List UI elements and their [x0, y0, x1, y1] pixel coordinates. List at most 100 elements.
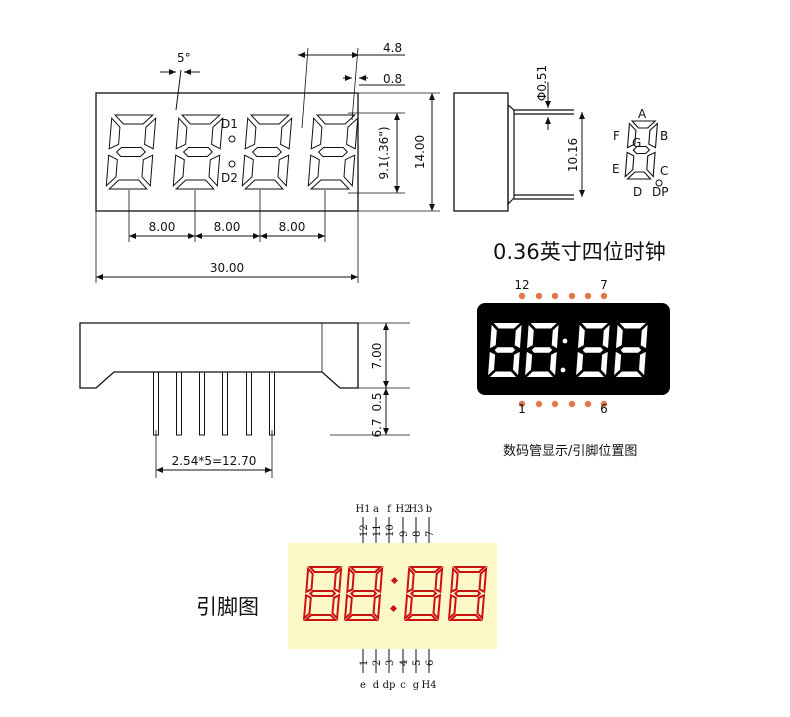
dim-12.70-label: 2.54*5=12.70 — [172, 454, 257, 468]
front-digit-2-seg-f — [175, 117, 188, 150]
pinmap-digit-4-seg-e — [447, 593, 457, 621]
colon-dot-upper — [228, 135, 236, 143]
dim-7-label: 7.00 — [370, 343, 384, 370]
photo-pin-7-label: 7 — [600, 278, 608, 292]
photo-digit-1-seg-g — [494, 347, 516, 353]
ext-line-4.8-left — [301, 47, 309, 129]
photo-digit-1-seg-e — [488, 351, 496, 376]
pinmap-top-name-1: H1 — [355, 504, 370, 515]
front-view: D1 D2 5° 4.8 0.8 14.00 9.1(.36") — [95, 41, 440, 283]
slant-line — [175, 69, 182, 111]
front-digit-2-seg-b — [211, 116, 224, 150]
pinmap-digit-3-seg-a — [408, 566, 444, 573]
photo-bottom-pin-dot-5 — [584, 400, 592, 408]
photo-digit-4-seg-b — [640, 324, 648, 349]
front-digits — [105, 114, 359, 190]
pinmap-colon-upper — [390, 576, 399, 585]
dim-pitch-c-label: 8.00 — [279, 220, 306, 234]
photo-digit-3-seg-e — [576, 351, 584, 376]
pinmap-top-name-3: f — [387, 504, 392, 515]
bottom-body-outline — [79, 322, 359, 389]
front-digit-2-seg-a — [180, 114, 222, 125]
pinmap-digit-2-seg-a — [348, 566, 384, 573]
photo-digit-4-seg-f — [616, 324, 623, 349]
pinmap-digit-1-seg-b — [333, 566, 343, 594]
pinmap-top-name-4: H2 — [395, 504, 410, 515]
photo-digit-2-seg-g — [531, 347, 553, 353]
d2-label: D2 — [221, 171, 238, 185]
photo-digit-3-seg-c — [601, 351, 608, 376]
front-digit-4-seg-f — [310, 117, 323, 150]
photo-digit-3-seg-g — [582, 347, 604, 353]
pinmap-bottom-name-1: e — [360, 680, 366, 691]
photo-digit-2-seg-b — [551, 324, 559, 349]
front-digit-3-seg-e — [241, 154, 254, 188]
front-digit-3-seg-d — [243, 179, 285, 190]
pinmap-title: 引脚图 — [196, 595, 259, 619]
photo-digit-2-seg-a — [530, 323, 557, 329]
pinmap-digit-2-seg-f — [346, 566, 355, 594]
key-seg-d — [626, 171, 652, 180]
pinmap-digit-2-seg-e — [343, 593, 353, 621]
pinmap-leads — [362, 517, 430, 673]
front-digit-3-seg-a — [249, 114, 291, 125]
dim-6.7-label: 6.7 — [370, 418, 384, 437]
dim-0.51-label: Φ0.51 — [535, 65, 549, 101]
photo-colon-lower — [560, 367, 566, 373]
side-profile: Φ0.51 10.16 — [453, 65, 585, 212]
front-digit-3-seg-c — [277, 154, 290, 187]
pinmap-digit-1-seg-g — [308, 590, 337, 597]
pinmap-digit-2-seg-c — [372, 593, 382, 621]
pinmap-bottom-name-5: g — [413, 680, 420, 691]
bottom-pin-5 — [246, 371, 252, 436]
seg-label-dp: DP — [652, 185, 668, 199]
photo-top-pin-dot-1 — [518, 292, 526, 300]
pinmap-top-number-3: 10 — [385, 524, 396, 537]
key-seg-c — [646, 151, 656, 178]
bottom-pin-4 — [222, 371, 228, 436]
front-digit-3-seg-g — [251, 147, 283, 157]
front-digit-2-seg-g — [182, 147, 214, 157]
pinmap-digit-4-seg-c — [476, 593, 486, 621]
front-digit-4-seg-a — [315, 114, 357, 125]
colon-dot-lower — [228, 160, 236, 168]
photo-bottom-pin-dot-6 — [600, 400, 608, 408]
photo-pin-dots — [518, 292, 608, 408]
photo-top-pin-dot-4 — [568, 292, 576, 300]
photo-pin-12-label: 12 — [514, 278, 529, 292]
pinmap-bottom-number-5: 5 — [412, 660, 423, 666]
display-photo: 12 7 1 6 — [477, 278, 670, 416]
bottom-pin-2 — [176, 371, 182, 436]
key-seg-g — [632, 145, 651, 155]
pinmap-digit-4-seg-b — [478, 566, 488, 594]
front-digit-1-seg-d — [107, 179, 148, 190]
pinmap-top-number-5: 8 — [412, 531, 423, 537]
front-digit-4-seg-e — [307, 154, 320, 188]
slant-angle-label: 5° — [177, 51, 191, 65]
dim-9.1-label: 9.1(.36") — [377, 126, 391, 179]
pinmap-bottom-number-2: 2 — [372, 660, 383, 666]
photo-digit-3-seg-b — [602, 324, 610, 349]
pinmap-top-number-6: 7 — [425, 531, 436, 537]
key-seg-b — [648, 122, 659, 149]
pinmap-digit-1-seg-e — [302, 593, 312, 621]
photo-top-pin-dot-2 — [535, 292, 543, 300]
photo-digit-2-seg-f — [527, 324, 534, 349]
pinmap-digit-3-seg-e — [403, 593, 413, 621]
dim-pitch-a-label: 8.00 — [149, 220, 176, 234]
pinmap-bottom-name-4: c — [400, 680, 406, 691]
page-title: 0.36英寸四位时钟 — [493, 240, 666, 264]
photo-digit-4-seg-g — [620, 347, 642, 353]
photo-bottom-pin-dot-2 — [535, 400, 543, 408]
front-digit-1-seg-f — [108, 117, 121, 150]
photo-top-pin-dot-3 — [551, 292, 559, 300]
photo-digit-4-seg-e — [614, 351, 622, 376]
pinmap-digit-4-seg-g — [453, 590, 482, 597]
dim-10.16-label: 10.16 — [566, 138, 580, 172]
photo-digit-4-seg-a — [619, 323, 646, 329]
front-digit-4-seg-d — [309, 179, 351, 190]
pinmap-digit-3-seg-c — [432, 593, 442, 621]
photo-pin-1-label: 1 — [518, 402, 526, 416]
pinmap-digit-1-seg-c — [331, 593, 341, 621]
